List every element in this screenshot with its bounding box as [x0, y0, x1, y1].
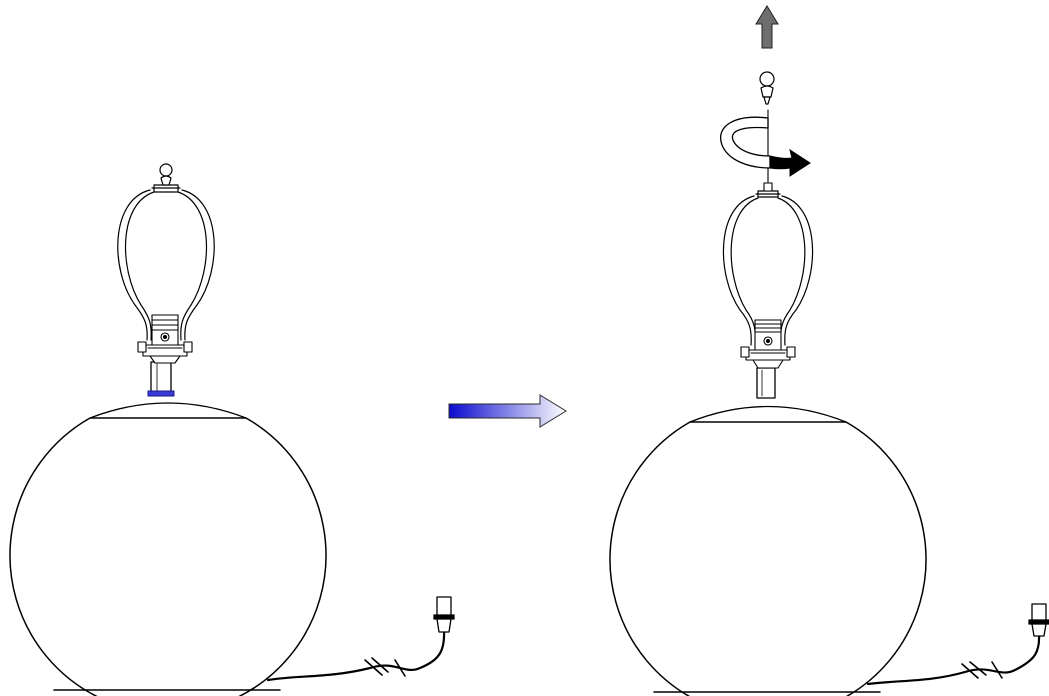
lamp-right-socket — [740, 319, 796, 369]
lamp-right-base — [609, 405, 927, 696]
lamp-left-base — [9, 402, 327, 696]
lamp-right-plug — [1028, 603, 1049, 637]
lamp-right — [609, 71, 1049, 696]
lamp-right-harp — [722, 190, 814, 346]
lamp-right-cord — [866, 632, 1041, 686]
lamp-left-washer — [147, 390, 175, 397]
lamp-left-socket — [137, 314, 193, 364]
lift-arrow — [755, 5, 779, 49]
lamp-right-finial — [759, 71, 775, 105]
lamp-left-plug — [433, 596, 455, 633]
rotate-arrow — [720, 116, 811, 177]
transition-arrow — [448, 394, 567, 428]
lamp-left-finial — [159, 163, 173, 186]
lamp-left-cord — [266, 628, 446, 682]
lamp-left-neck — [150, 361, 172, 395]
lamp-left — [9, 163, 455, 696]
lamp-right-neck — [756, 367, 776, 399]
lamp-left-harp — [117, 184, 215, 341]
